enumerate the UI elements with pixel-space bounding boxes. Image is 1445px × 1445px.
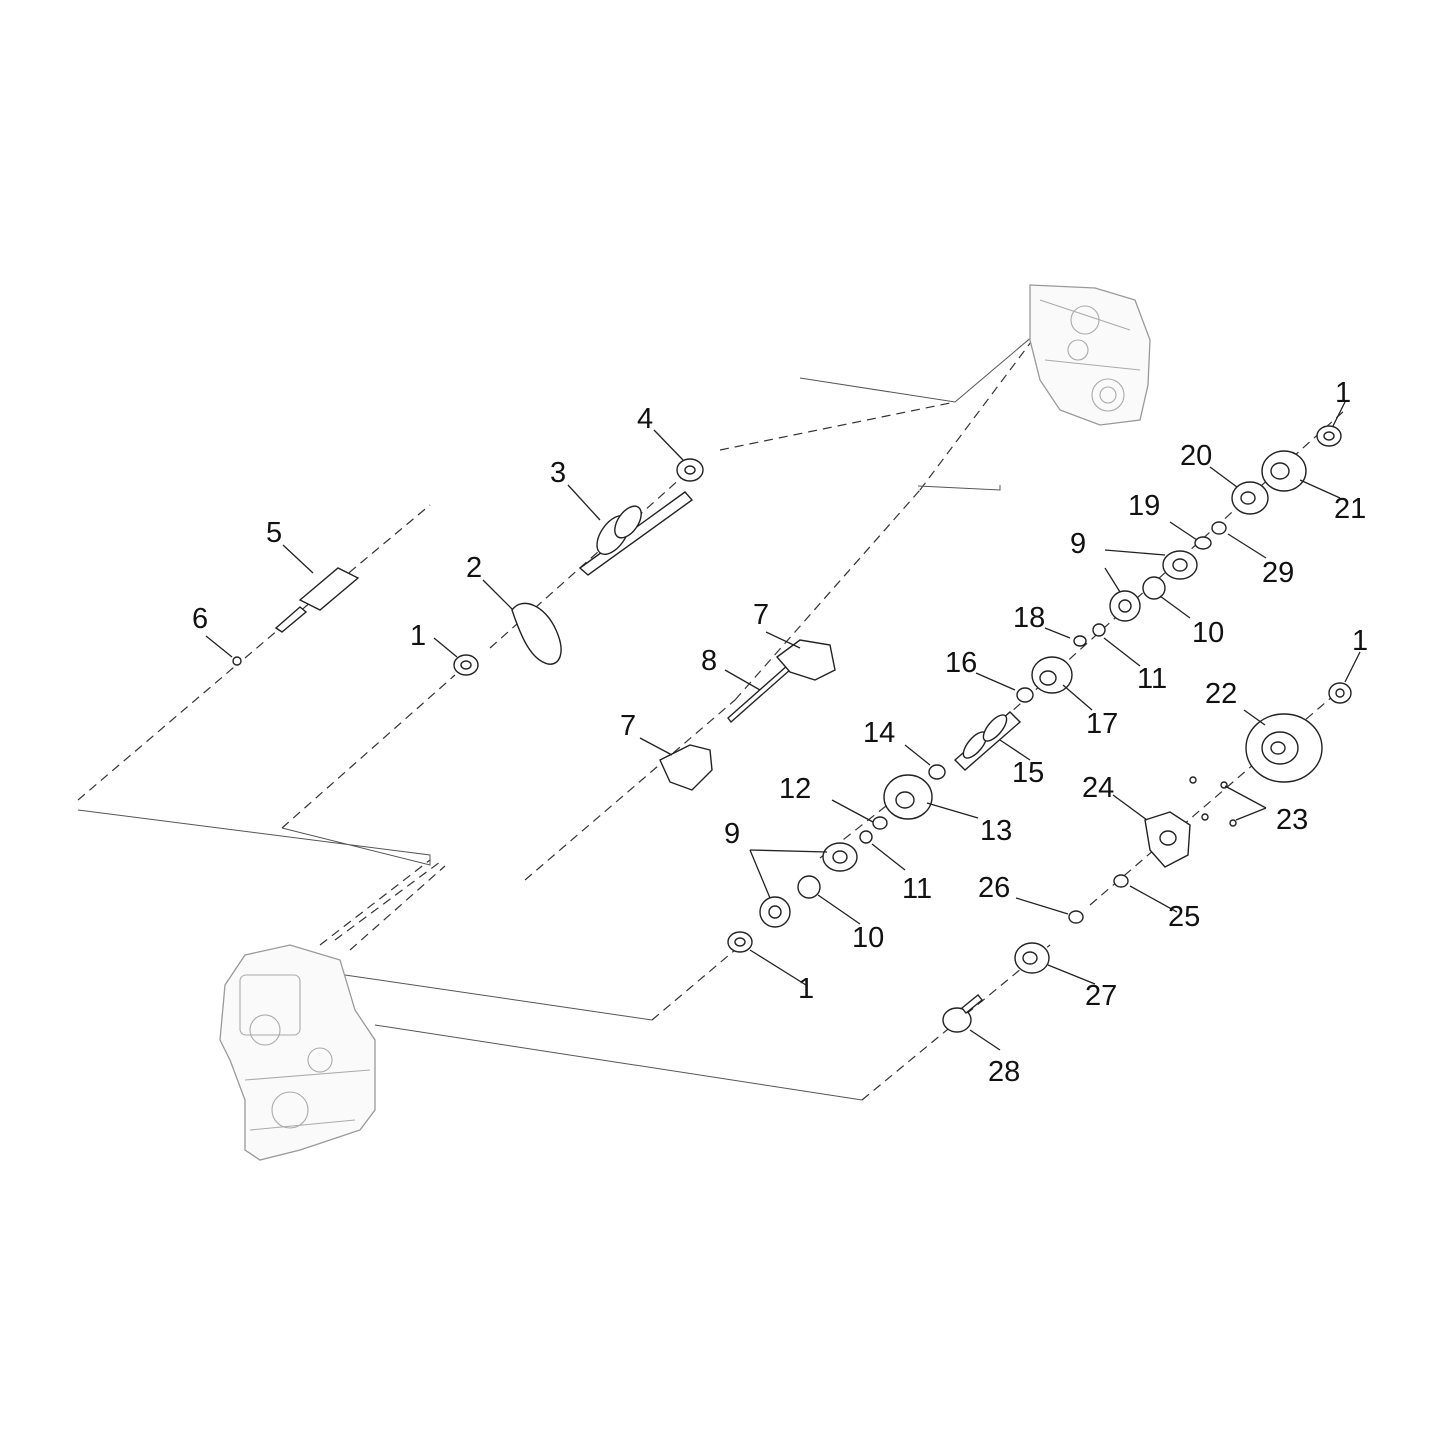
callout-18: 18: [1013, 602, 1045, 634]
snap-ring-part-10-upper: [1142, 576, 1166, 600]
gear-part-22: [1245, 713, 1323, 783]
callout-9b: 9: [724, 818, 740, 850]
callout-7b: 7: [620, 710, 636, 742]
callout-11b: 11: [902, 873, 932, 905]
callout-5: 5: [266, 517, 282, 549]
ring-part-16: [1016, 687, 1034, 703]
drive-chain-part-2: [511, 602, 562, 665]
callout-1a: 1: [410, 620, 426, 652]
callout-22: 22: [1205, 678, 1237, 710]
callout-10a: 10: [1192, 617, 1224, 649]
callout-1c: 1: [1335, 377, 1351, 409]
callout-23: 23: [1276, 804, 1308, 836]
housing-cover-upper: [1029, 284, 1151, 426]
bearing-part-1-top-right: [1316, 425, 1342, 447]
callout-8: 8: [701, 645, 717, 677]
shift-drum-part-5: [274, 567, 360, 633]
gear-part-21: [1261, 450, 1307, 492]
ring-part-26: [1068, 910, 1084, 924]
bearing-part-1-left: [453, 654, 479, 676]
callout-7a: 7: [753, 599, 769, 631]
shift-fork-part-7-lower: [659, 744, 713, 791]
callout-2: 2: [466, 552, 482, 584]
callout-15: 15: [1012, 757, 1044, 789]
ring-part-11-upper: [1092, 623, 1106, 637]
gear-part-20: [1231, 481, 1269, 515]
leader-lines: [205, 401, 1361, 1051]
callout-28: 28: [988, 1056, 1020, 1088]
callout-1d: 1: [1352, 625, 1368, 657]
callout-20: 20: [1180, 440, 1212, 472]
callout-labels: 1 1 1 1 2 3 4 5 6 7 7 8 9 9 10 10 11 11 …: [192, 377, 1368, 1088]
needle-bearing-part-9-lower: [759, 842, 858, 928]
callout-16: 16: [945, 647, 977, 679]
washer-part-19: [1194, 536, 1212, 550]
flange-part-24: [1144, 811, 1191, 868]
callout-17: 17: [1086, 708, 1118, 740]
callout-21: 21: [1334, 493, 1366, 525]
gear-part-13: [883, 774, 933, 820]
callout-29: 29: [1262, 557, 1294, 589]
input-shaft-part-3: [578, 491, 694, 576]
callout-27: 27: [1085, 980, 1117, 1012]
callout-19: 19: [1128, 490, 1160, 522]
shift-fork-part-7-upper: [775, 639, 836, 681]
ring-part-11-lower: [859, 830, 873, 844]
callout-4: 4: [637, 403, 653, 435]
callout-3: 3: [550, 457, 566, 489]
ring-part-29: [1211, 521, 1227, 535]
callout-13: 13: [980, 815, 1012, 847]
housing-case-lower: [219, 944, 376, 1161]
output-shaft-part-15: [953, 711, 1022, 771]
ring-part-18: [1073, 635, 1087, 647]
gear-part-17: [1031, 656, 1073, 694]
callout-11a: 11: [1137, 663, 1167, 695]
callout-26: 26: [978, 872, 1010, 904]
circlip-part-6: [232, 656, 242, 666]
bearing-part-1-right: [1328, 682, 1352, 704]
callout-12: 12: [779, 773, 811, 805]
callout-24: 24: [1082, 772, 1114, 804]
bearing-part-1-lower: [727, 931, 753, 953]
ring-part-25: [1113, 874, 1129, 888]
ring-part-12: [872, 816, 888, 830]
callout-1b: 1: [798, 973, 814, 1005]
sprocket-part-28: [942, 994, 983, 1033]
callout-25: 25: [1168, 901, 1200, 933]
bolts-part-23: [1189, 776, 1237, 827]
oil-seal-part-27: [1014, 942, 1050, 974]
callout-14: 14: [863, 717, 895, 749]
callout-6: 6: [192, 603, 208, 635]
bearing-part-4: [676, 458, 704, 482]
callout-10b: 10: [852, 922, 884, 954]
snap-ring-part-10-lower: [797, 875, 821, 899]
callout-9a: 9: [1070, 528, 1086, 560]
needle-bearing-part-9-upper: [1109, 550, 1198, 622]
ring-part-14: [928, 764, 946, 780]
